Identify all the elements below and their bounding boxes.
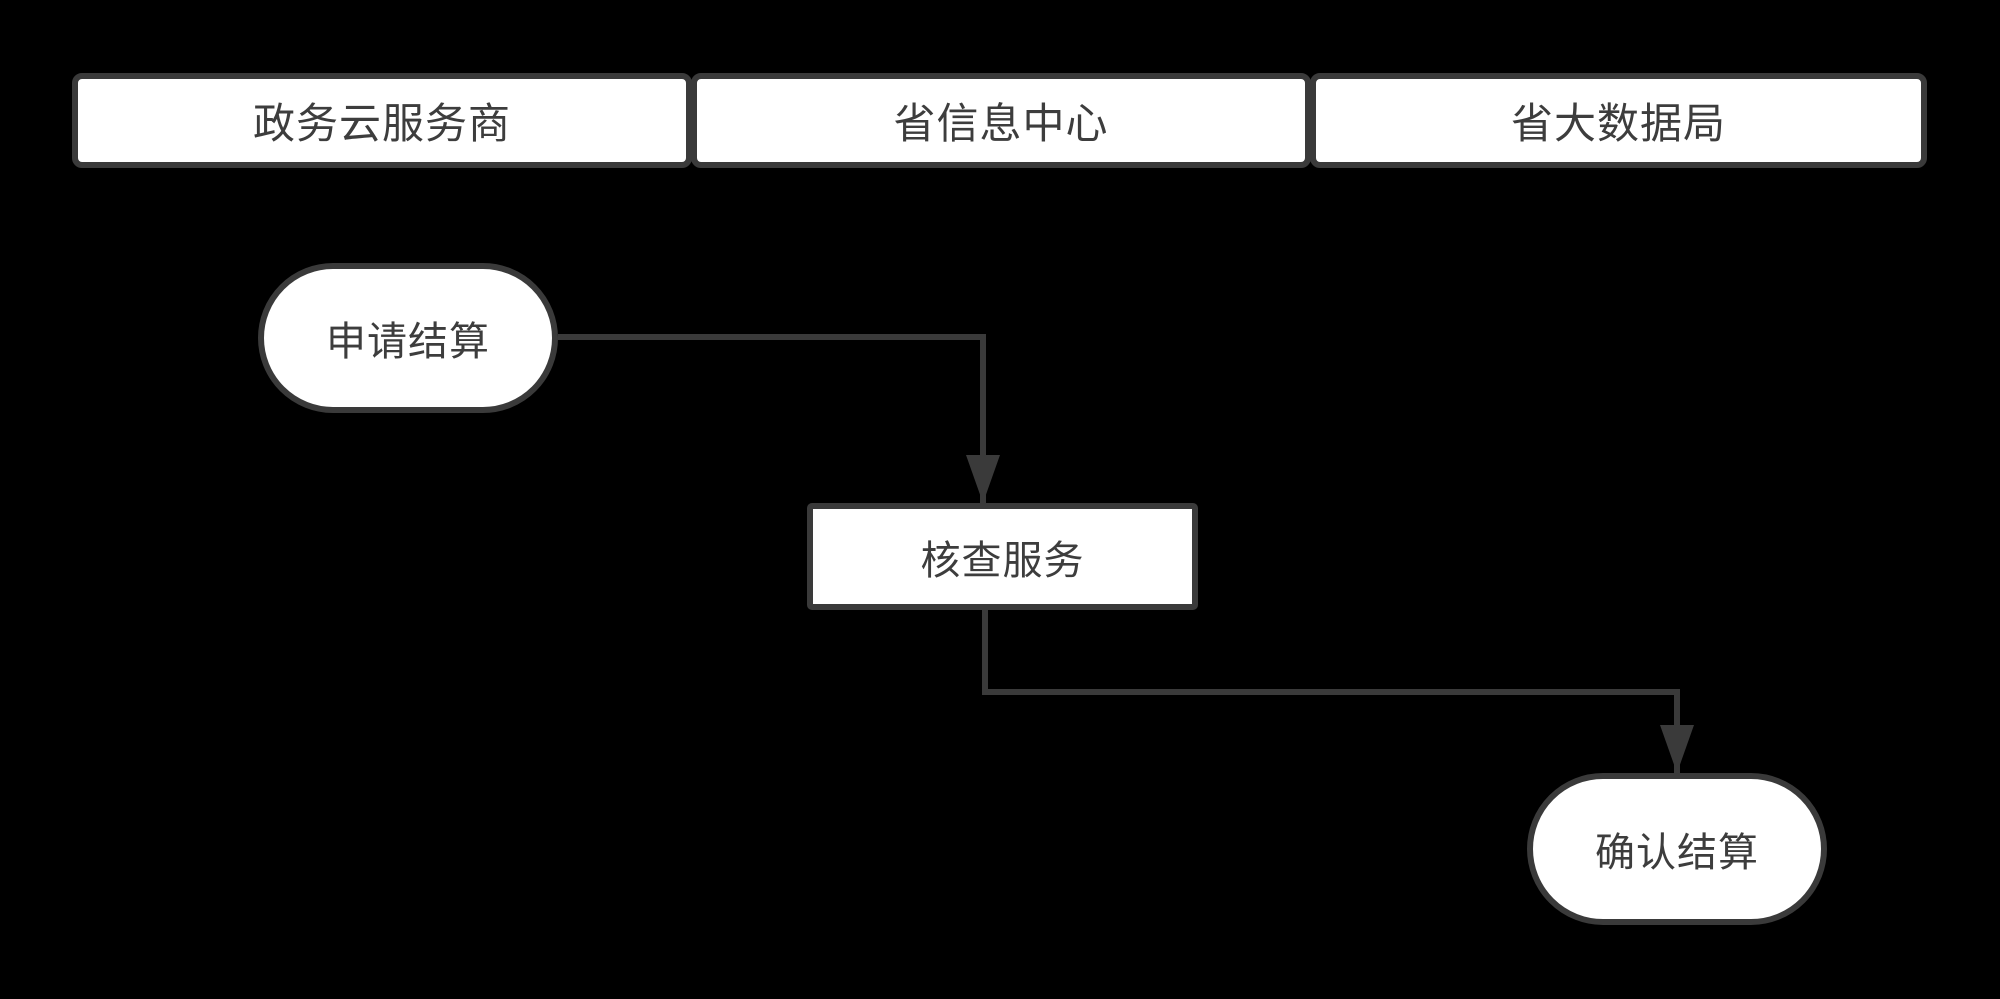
edge-verify-to-confirm [982, 610, 1694, 773]
node-apply-settlement: 申请结算 [258, 263, 558, 413]
node-confirm-settlement: 确认结算 [1527, 773, 1827, 925]
node-label: 核查服务 [920, 538, 1085, 583]
node-label: 申请结算 [326, 320, 490, 364]
lane-header-provincial-big-data-bureau: 省大数据局 [1310, 73, 1927, 168]
lane-label: 省信息中心 [893, 100, 1109, 147]
lane-header-provincial-info-center: 省信息中心 [691, 73, 1311, 168]
lane-header-gov-cloud-provider: 政务云服务商 [72, 73, 692, 168]
lane-label: 省大数据局 [1510, 100, 1726, 147]
node-label: 确认结算 [1595, 831, 1759, 875]
lane-label: 政务云服务商 [252, 100, 511, 147]
edge-apply-to-verify [558, 334, 1000, 503]
node-verify-service: 核查服务 [807, 503, 1198, 610]
